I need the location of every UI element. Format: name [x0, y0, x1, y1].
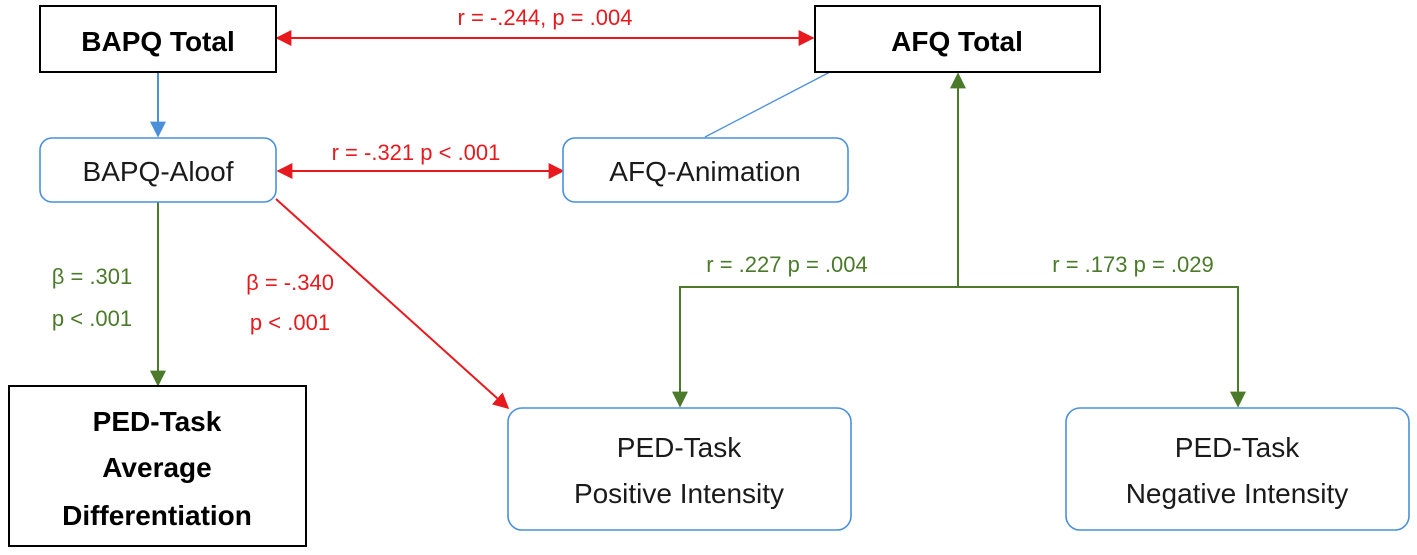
edge-label-bapq-afq-total: r = -.244, p = .004: [458, 5, 633, 30]
edge-aloof-pos: [275, 198, 510, 410]
node-ped-positive-line2: Positive Intensity: [574, 478, 784, 509]
node-ped-positive-line1: PED-Task: [617, 432, 742, 463]
node-ped-avg-diff: PED-Task Average Differentiation: [8, 385, 307, 547]
edge-label-aloof-avgdiff-1: β = .301: [52, 264, 133, 289]
edge-label-aloof-animation: r = -.321 p < .001: [332, 140, 501, 165]
edge-label-aloof-pos-1: β = -.340: [246, 270, 334, 295]
node-ped-positive: PED-Task Positive Intensity: [507, 407, 852, 531]
node-afq-total-label: AFQ Total: [891, 26, 1023, 57]
edge-afq-total-animation: [704, 71, 831, 138]
node-ped-avg-diff-line3: Differentiation: [62, 500, 252, 531]
node-ped-negative-line1: PED-Task: [1175, 432, 1300, 463]
node-afq-animation: AFQ-Animation: [562, 137, 849, 203]
node-ped-negative-line2: Negative Intensity: [1126, 478, 1349, 509]
node-ped-avg-diff-line2: Average: [102, 452, 211, 483]
edge-label-afq-pos: r = .227 p = .004: [706, 252, 867, 277]
edge-label-afq-neg: r = .173 p = .029: [1052, 252, 1213, 277]
edge-label-aloof-avgdiff-2: p < .001: [52, 306, 132, 331]
node-afq-total: AFQ Total: [814, 5, 1101, 73]
node-bapq-aloof: BAPQ-Aloof: [39, 137, 277, 203]
edge-afq-neg: [958, 286, 1246, 408]
node-ped-negative: PED-Task Negative Intensity: [1065, 407, 1410, 531]
edge-label-aloof-pos-2: p < .001: [250, 310, 330, 335]
edge-afq-pos: [672, 286, 958, 408]
node-afq-animation-label: AFQ-Animation: [609, 156, 800, 187]
node-bapq-total: BAPQ Total: [39, 5, 277, 73]
node-bapq-total-label: BAPQ Total: [81, 26, 234, 57]
node-bapq-aloof-label: BAPQ-Aloof: [83, 156, 234, 187]
node-ped-avg-diff-line1: PED-Task: [93, 406, 222, 437]
